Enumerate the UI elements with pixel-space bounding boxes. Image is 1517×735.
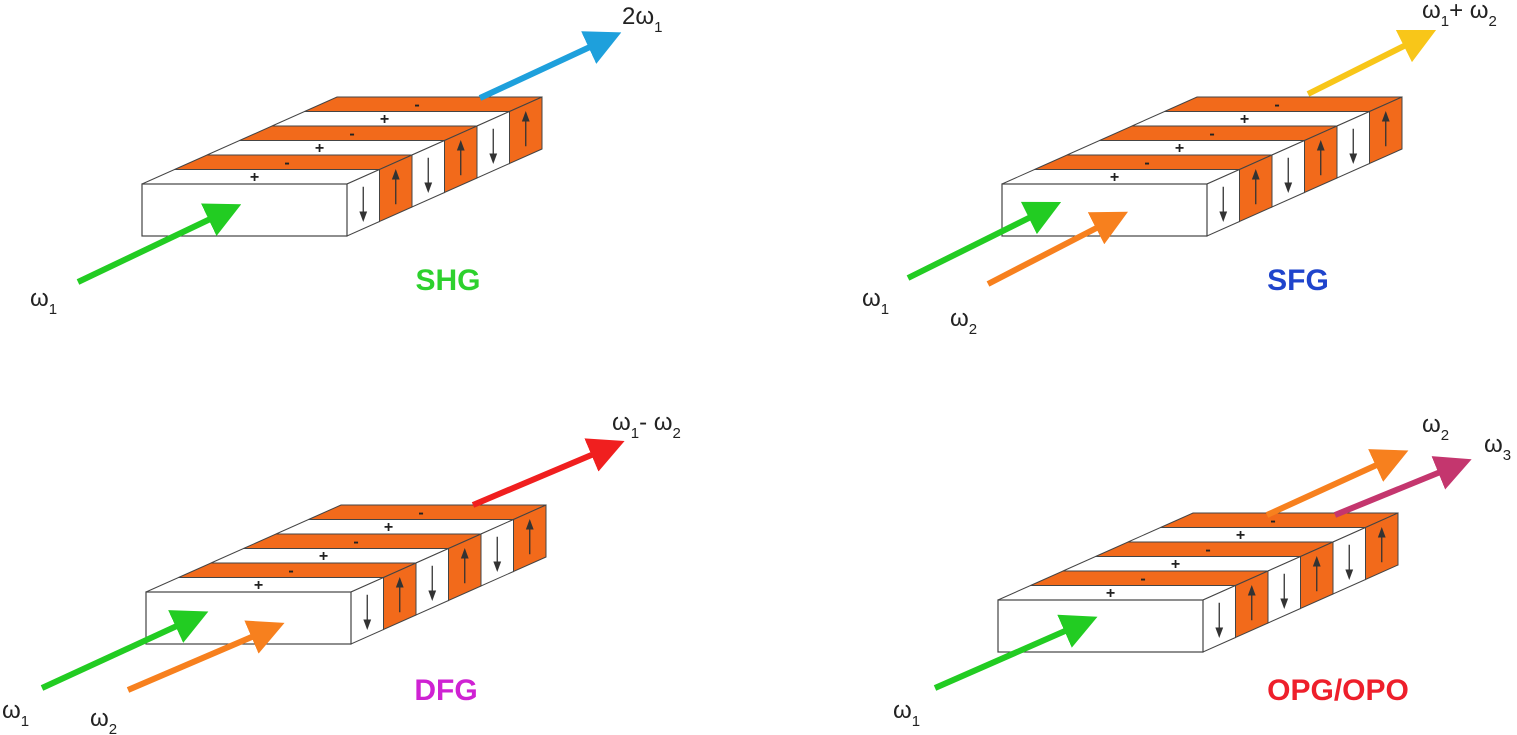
output-frequency-label: ω1- ω2	[612, 409, 681, 442]
negative-charge-sign: -	[284, 154, 289, 171]
positive-charge-sign: +	[250, 169, 259, 186]
negative-charge-sign: -	[1140, 570, 1145, 587]
positive-charge-sign: +	[1175, 140, 1184, 157]
domain-top-face	[1062, 556, 1301, 572]
domain-top-face	[997, 585, 1236, 601]
negative-charge-sign: -	[353, 533, 358, 550]
input-beam-arrow	[76, 203, 242, 285]
positive-charge-sign: +	[315, 140, 324, 157]
input-beam-arrow	[40, 610, 209, 691]
output-beam-arrow	[471, 438, 625, 508]
domain-top-face	[1001, 169, 1240, 185]
ppln-crystal: - + - + - +	[1001, 96, 1403, 237]
negative-charge-sign: -	[288, 562, 293, 579]
negative-charge-sign: -	[1274, 96, 1279, 113]
crystal-front-face	[1001, 183, 1208, 237]
domain-top-face	[141, 169, 380, 185]
domain-top-face	[308, 504, 547, 520]
output-beam-arrow	[1306, 29, 1437, 97]
negative-charge-sign: -	[1270, 512, 1275, 529]
panel-sfg: - + - + - + ω1 ω2 ω1+ ω2 SFG	[862, 0, 1497, 338]
output-frequency-label: ω1+ ω2	[1422, 0, 1497, 30]
positive-charge-sign: +	[319, 548, 328, 565]
domain-top-face	[174, 154, 413, 170]
positive-charge-sign: +	[380, 111, 389, 128]
output-beam-arrow	[478, 31, 622, 101]
ppln-crystal: - + - + - +	[141, 96, 543, 237]
input-frequency-label: ω2	[950, 305, 977, 338]
input-beam-arrow	[906, 201, 1062, 281]
output-frequency-label: ω3	[1484, 431, 1511, 464]
positive-charge-sign: +	[1240, 111, 1249, 128]
domain-top-face	[178, 562, 417, 578]
negative-charge-sign: -	[349, 125, 354, 142]
positive-charge-sign: +	[1236, 527, 1245, 544]
input-frequency-label: ω1	[2, 697, 29, 730]
domain-top-face	[1034, 154, 1273, 170]
domain-top-face	[1095, 541, 1334, 557]
input-beam-arrow	[986, 211, 1128, 287]
negative-charge-sign: -	[1144, 154, 1149, 171]
domain-top-face	[239, 125, 478, 141]
negative-charge-sign: -	[1209, 125, 1214, 142]
output-beam-arrow	[1333, 456, 1472, 518]
process-label: SHG	[415, 264, 480, 297]
input-beam-arrow	[933, 614, 1098, 691]
input-frequency-label: ω2	[90, 705, 117, 735]
crystal-front-face	[141, 183, 348, 237]
domain-top-face	[243, 533, 482, 549]
domain-top-face	[210, 548, 449, 564]
negative-charge-sign: -	[418, 504, 423, 521]
panel-dfg: - + - + - + ω1 ω2 ω1- ω2 DFG	[2, 409, 681, 735]
domain-top-face	[1066, 140, 1305, 156]
process-label: DFG	[414, 674, 477, 707]
domain-top-face	[145, 577, 384, 593]
domain-top-face	[1131, 111, 1370, 127]
domain-top-face	[275, 519, 514, 535]
domain-top-face	[304, 96, 543, 112]
domain-top-face	[1164, 96, 1403, 112]
output-beam-arrow	[1265, 449, 1409, 518]
input-frequency-label: ω1	[893, 697, 920, 730]
positive-charge-sign: +	[384, 519, 393, 536]
domain-top-face	[1030, 570, 1269, 586]
output-frequency-label: 2ω1	[622, 3, 662, 36]
input-beam-arrow	[126, 620, 285, 693]
positive-charge-sign: +	[1171, 556, 1180, 573]
process-label: SFG	[1267, 264, 1329, 297]
domain-top-face	[1160, 512, 1399, 528]
domain-top-face	[271, 111, 510, 127]
process-label: OPG/OPO	[1267, 674, 1409, 707]
output-frequency-label: ω2	[1422, 411, 1449, 444]
domain-top-face	[206, 140, 445, 156]
positive-charge-sign: +	[254, 577, 263, 594]
negative-charge-sign: -	[414, 96, 419, 113]
input-frequency-label: ω1	[30, 285, 57, 318]
negative-charge-sign: -	[1205, 541, 1210, 558]
positive-charge-sign: +	[1110, 169, 1119, 186]
positive-charge-sign: +	[1106, 585, 1115, 602]
input-frequency-label: ω1	[862, 285, 889, 318]
domain-top-face	[1127, 527, 1366, 543]
domain-top-face	[1099, 125, 1338, 141]
ppln-crystal: - + - + - +	[145, 504, 547, 645]
